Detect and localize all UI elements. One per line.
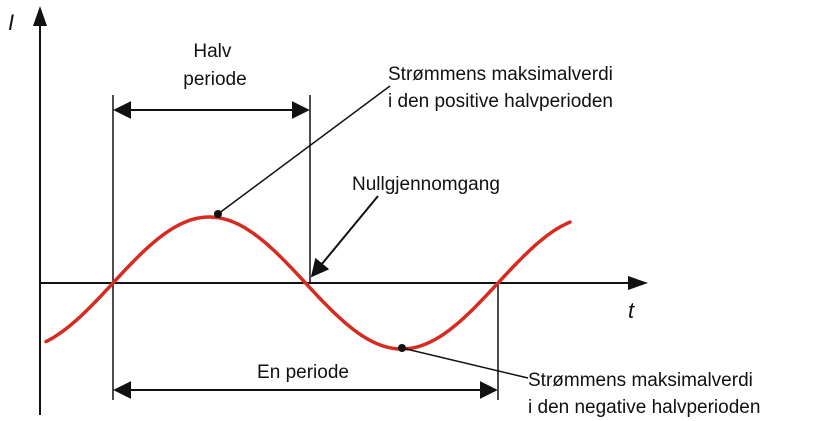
max-negative-point: [398, 344, 406, 352]
current-sine-wave: [44, 215, 572, 351]
x-axis-label: t: [628, 298, 635, 323]
y-axis-arrowhead: [33, 6, 47, 26]
max-positive-label-line1: Strømmens maksimalverdi: [388, 64, 613, 85]
max-negative-leader: [401, 347, 529, 379]
zero-crossing-arrow: [310, 195, 379, 278]
half-period-label-line2: periode: [183, 69, 246, 90]
max-negative-label-line1: Strømmens maksimalverdi: [528, 370, 753, 391]
max-negative-label-line2: i den negative halvperioden: [528, 397, 760, 418]
x-axis-arrowhead: [628, 276, 648, 290]
max-positive-label-line2: i den positive halvperioden: [388, 91, 613, 112]
max-positive-label: Strømmens maksimalverdi i den positive h…: [388, 64, 618, 112]
half-period-label-line1: Halv: [193, 41, 232, 62]
max-positive-point: [214, 210, 222, 218]
y-axis-label: I: [8, 10, 14, 35]
zero-crossing-label: Nullgjennomgang: [352, 174, 500, 195]
max-negative-label: Strømmens maksimalverdi i den negative h…: [528, 370, 760, 418]
full-period-label: En periode: [257, 362, 349, 383]
half-period-label: Halv periode: [183, 41, 246, 90]
max-positive-leader: [217, 85, 391, 215]
